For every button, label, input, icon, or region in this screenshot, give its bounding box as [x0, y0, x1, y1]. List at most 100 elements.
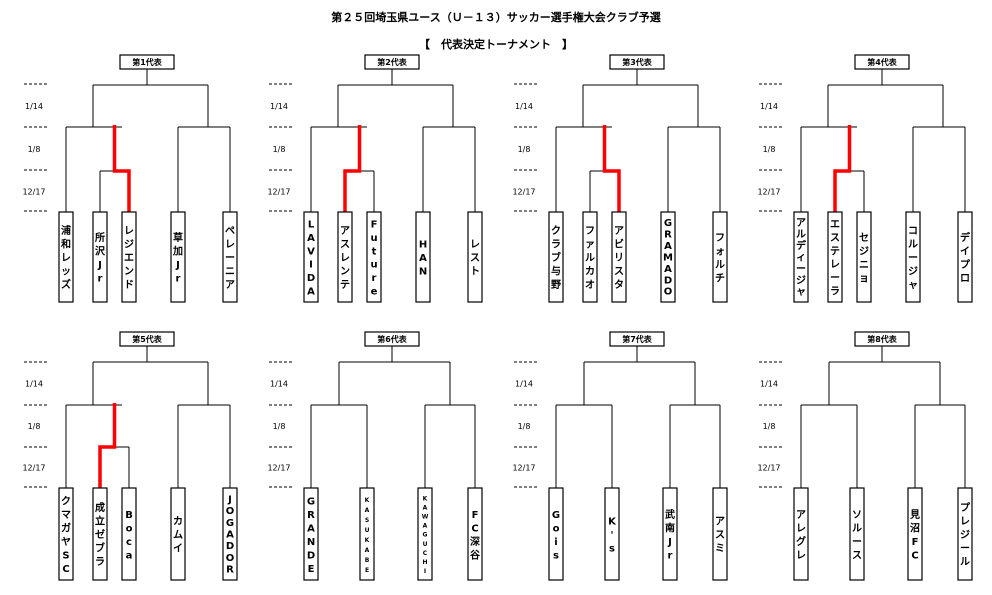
team-box-outline: [467, 211, 483, 303]
team-box-outline: [467, 487, 483, 581]
team-box-outline: [222, 211, 238, 303]
team-box: アビリスタ: [611, 211, 627, 303]
team-box: プレジール: [957, 487, 973, 581]
team-box: フォルチ: [712, 211, 728, 303]
team-box-outline: [957, 211, 973, 303]
team-name: クラブ与野: [551, 225, 561, 291]
round-label: 12/17: [22, 464, 45, 473]
team-box-outline: [611, 211, 627, 303]
team-name: アスレンテ: [340, 225, 350, 291]
round-label: 12/17: [22, 188, 45, 197]
round-label: 1/8: [273, 145, 286, 154]
winner-path: [343, 127, 362, 212]
team-box-outline: [359, 487, 375, 581]
round-label: 1/8: [28, 145, 41, 154]
team-box-outline: [548, 211, 564, 303]
team-box-outline: [604, 487, 620, 581]
round-label: 12/17: [267, 188, 290, 197]
team-name: 浦和レッズ: [60, 224, 71, 291]
winner-path: [833, 127, 852, 212]
page-subtitle: 【 代表決定トーナメント 】: [419, 38, 573, 51]
team-box-outline: [662, 487, 678, 581]
team-box-outline: [222, 487, 238, 581]
team-box: 成立ゼブラ: [92, 487, 108, 581]
winner-path: [98, 405, 117, 488]
team-box: クラブ与野: [548, 211, 564, 303]
round-label: 1/14: [270, 380, 288, 389]
team-name: レスト: [470, 240, 480, 278]
team-box-outline: [827, 211, 843, 303]
team-box-outline: [303, 211, 319, 303]
team-box: レスト: [467, 211, 483, 303]
round-label: 1/14: [515, 380, 533, 389]
team-box-outline: [582, 211, 598, 303]
team-box-outline: [905, 211, 921, 303]
team-box: セジニョ: [856, 211, 872, 303]
round-label: 1/8: [763, 422, 776, 431]
round-label: 12/17: [757, 464, 780, 473]
team-box-outline: [92, 487, 108, 581]
team-box: レジエンド: [121, 211, 137, 303]
round-label: 1/14: [760, 102, 778, 111]
team-box: コルージャ: [905, 211, 921, 303]
round-label: 12/17: [267, 464, 290, 473]
round-label: 1/8: [28, 422, 41, 431]
bracket-header: 第5代表: [132, 334, 163, 344]
team-name: アルディージャ: [796, 217, 807, 298]
team-box-outline: [548, 487, 564, 581]
team-name: フォルチ: [715, 232, 725, 284]
team-box: アスミ: [712, 487, 728, 581]
bracket-header: 第1代表: [132, 57, 163, 67]
team-name: ソルース: [852, 510, 862, 562]
round-label: 1/8: [518, 422, 531, 431]
team-box-outline: [121, 487, 137, 581]
team-box-outline: [92, 211, 108, 303]
team-box-outline: [337, 211, 353, 303]
team-name: アスミ: [715, 516, 725, 555]
team-name: エステレーラ: [830, 220, 840, 298]
team-box-outline: [415, 211, 431, 303]
team-box-outline: [170, 487, 186, 581]
team-box-outline: [793, 211, 809, 303]
team-box-outline: [121, 211, 137, 303]
team-name: アレグレ: [796, 509, 806, 562]
team-box: K's: [604, 487, 620, 581]
bracket-header: 第8代表: [867, 334, 898, 344]
team-name: レジエンド: [124, 226, 134, 291]
team-box: エステレーラ: [827, 211, 843, 303]
team-box: ペレーニア: [222, 211, 238, 303]
team-box-outline: [303, 487, 319, 581]
team-box-outline: [712, 211, 728, 303]
team-box-outline: [712, 487, 728, 581]
team-box-outline: [417, 487, 433, 581]
team-name: セジニョ: [859, 232, 869, 284]
team-box-outline: [170, 211, 186, 303]
bracket-header: 第6代表: [377, 334, 408, 344]
team-name: K's: [608, 517, 617, 555]
team-box-outline: [907, 487, 923, 581]
